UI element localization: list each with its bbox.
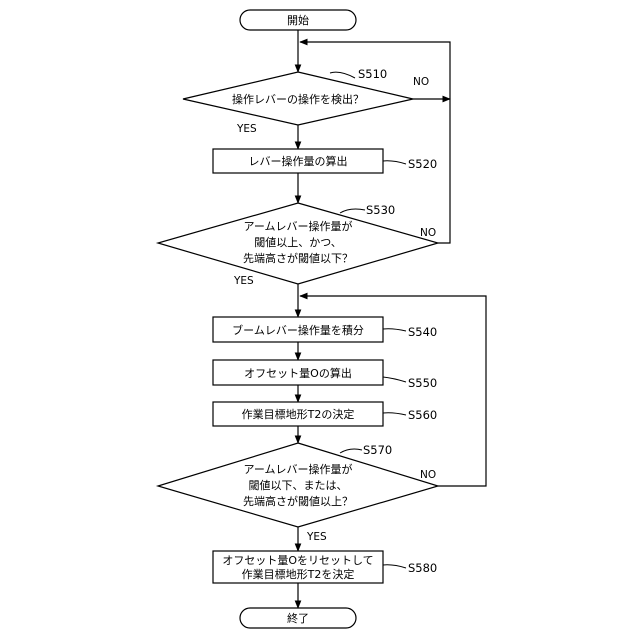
s510-step-label: S510 xyxy=(358,67,387,81)
s580-text-1: 作業目標地形T2を決定 xyxy=(242,567,355,581)
process-s550: オフセット量Oの算出 xyxy=(213,360,383,385)
s550-leader xyxy=(383,377,406,382)
start-label: 開始 xyxy=(287,13,309,27)
s530-text-1: 閾値以上、かつ、 xyxy=(254,236,342,249)
s570-yes-label: YES xyxy=(306,531,327,543)
process-s520: レバー操作量の算出 xyxy=(213,149,383,173)
s530-text-0: アームレバー操作量が xyxy=(243,219,352,233)
s570-text-1: 閾値以下、または、 xyxy=(249,479,348,492)
s560-leader xyxy=(383,413,406,415)
s570-no-label: NO xyxy=(420,469,436,481)
start-terminator: 開始 xyxy=(240,10,356,30)
s560-step-label: S560 xyxy=(408,408,437,422)
s540-text-0: ブームレバー操作量を積分 xyxy=(232,323,364,337)
process-s580: オフセット量Oをリセットして 作業目標地形T2を決定 xyxy=(213,551,383,583)
process-s560: 作業目標地形T2の決定 xyxy=(213,402,383,426)
s530-leader xyxy=(340,209,365,213)
s570-leader xyxy=(340,449,362,453)
process-s540: ブームレバー操作量を積分 xyxy=(213,317,383,342)
s520-leader xyxy=(383,161,406,164)
s530-yes-label: YES xyxy=(233,275,254,287)
s580-leader xyxy=(383,565,406,568)
s540-leader xyxy=(383,329,406,331)
s550-text-0: オフセット量Oの算出 xyxy=(244,366,352,380)
s520-text-0: レバー操作量の算出 xyxy=(249,154,348,168)
end-terminator: 終了 xyxy=(240,608,356,628)
s510-no-label: NO xyxy=(413,76,429,88)
s520-step-label: S520 xyxy=(408,157,437,171)
decision-s530: アームレバー操作量が 閾値以上、かつ、 先端高さが閾値以下？ xyxy=(158,203,438,284)
s560-text-0: 作業目標地形T2の決定 xyxy=(242,407,355,421)
s530-step-label: S530 xyxy=(366,203,395,217)
s550-step-label: S550 xyxy=(408,376,437,390)
s580-text-0: オフセット量Oをリセットして xyxy=(222,554,373,567)
s530-no-label: NO xyxy=(420,227,436,239)
s570-text-2: 先端高さが閾値以上？ xyxy=(243,494,353,508)
s570-text-0: アームレバー操作量が xyxy=(243,462,352,476)
s510-text-0: 操作レバーの操作を検出？ xyxy=(232,92,364,106)
s510-leader xyxy=(330,72,355,78)
decision-s570: アームレバー操作量が 閾値以下、または、 先端高さが閾値以上？ xyxy=(158,443,438,527)
s540-step-label: S540 xyxy=(408,325,437,339)
s570-step-label: S570 xyxy=(363,443,392,457)
s580-step-label: S580 xyxy=(408,561,437,575)
s530-text-2: 先端高さが閾値以下？ xyxy=(243,251,353,265)
s510-yes-label: YES xyxy=(236,123,257,135)
end-label: 終了 xyxy=(287,611,309,625)
